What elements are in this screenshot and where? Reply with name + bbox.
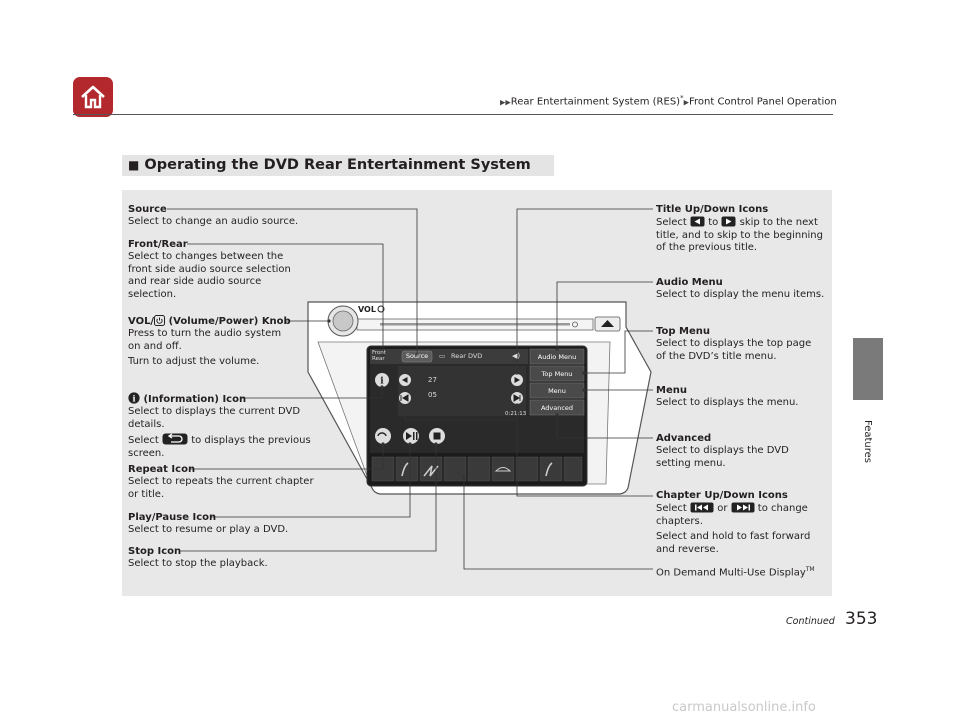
callout-source: Source Select to change an audio source. [128,204,299,228]
top-menu-button[interactable]: Top Menu [541,370,573,378]
breadcrumb: ▶▶Rear Entertainment System (RES)*▶Front… [500,94,837,107]
home-button[interactable] [73,77,113,117]
callout-front-rear: Front/Rear Select to changes between the… [128,239,291,300]
title-down-icon [690,216,705,227]
header-divider [73,114,833,115]
breadcrumb-arrow-icon: ▶ [683,98,689,107]
callout-on-demand-display: On Demand Multi-Use DisplayTM [656,566,815,579]
audio-menu-button[interactable]: Audio Menu [537,353,577,361]
svg-text:VOL: VOL [358,305,376,314]
svg-text:i: i [380,377,384,387]
callout-audio-menu: Audio Menu Select to display the menu it… [656,277,825,301]
breadcrumb-arrow-icon: ▶▶ [500,98,511,107]
svg-text:i: i [132,393,135,403]
front-rear-toggle[interactable]: Front Rear [372,350,386,362]
chapter-up-icon [731,502,755,513]
source-button[interactable]: Source [405,352,429,360]
chapter-number: 05 [428,391,437,399]
elapsed-time: 0:21:13 [505,411,527,417]
front-label: Front [372,350,386,356]
rear-dvd-label: Rear DVD [451,352,483,360]
callout-vol-knob: VOL/ (Volume/Power) Knob Press to turn t… [128,315,291,368]
breadcrumb-link-res[interactable]: Rear Entertainment System (RES) [510,96,681,108]
continued-note: Continued [786,616,835,627]
callout-title-updown: Title Up/Down Icons Select to skip to th… [656,204,823,254]
section-title: Operating the DVD Rear Entertainment Sys… [144,157,531,173]
callout-repeat-icon: Repeat Icon Select to repeats the curren… [128,464,314,500]
title-up-icon [721,216,736,227]
speaker-icon: ◀) [512,352,521,360]
chapter-side-tab[interactable] [853,338,883,400]
callout-top-menu: Top Menu Select to displays the top page… [656,326,812,362]
page-number: 353 [845,609,878,629]
callout-advanced: Advanced Select to displays the DVD sett… [656,433,789,469]
callout-chapter-updown: Chapter Up/Down Icons Select or to chang… [656,490,811,555]
side-tab-label: Features [862,420,873,463]
section-square-icon: ■ [128,158,140,172]
callout-info-icon: i (Information) Icon Select to displays … [128,392,311,459]
watermark: carmanualsonline.info [672,700,816,715]
info-icon: i [128,392,140,404]
chapter-down-icon [690,502,714,513]
title-number: 27 [428,376,437,384]
callout-menu: Menu Select to displays the menu. [656,385,799,409]
footnote-asterisk: * [680,94,684,102]
home-icon [81,85,105,109]
section-heading: ■ Operating the DVD Rear Entertainment S… [122,155,554,176]
disc-icon: ▭ [439,352,446,360]
rear-label: Rear [372,356,385,362]
advanced-button[interactable]: Advanced [540,404,574,412]
callout-play-pause-icon: Play/Pause Icon Select to resume or play… [128,512,289,536]
power-icon [154,315,166,326]
breadcrumb-current: Front Control Panel Operation [688,96,837,108]
callout-stop-icon: Stop Icon Select to stop the playback. [128,546,268,570]
menu-button[interactable]: Menu [548,387,566,395]
back-icon [162,433,188,445]
